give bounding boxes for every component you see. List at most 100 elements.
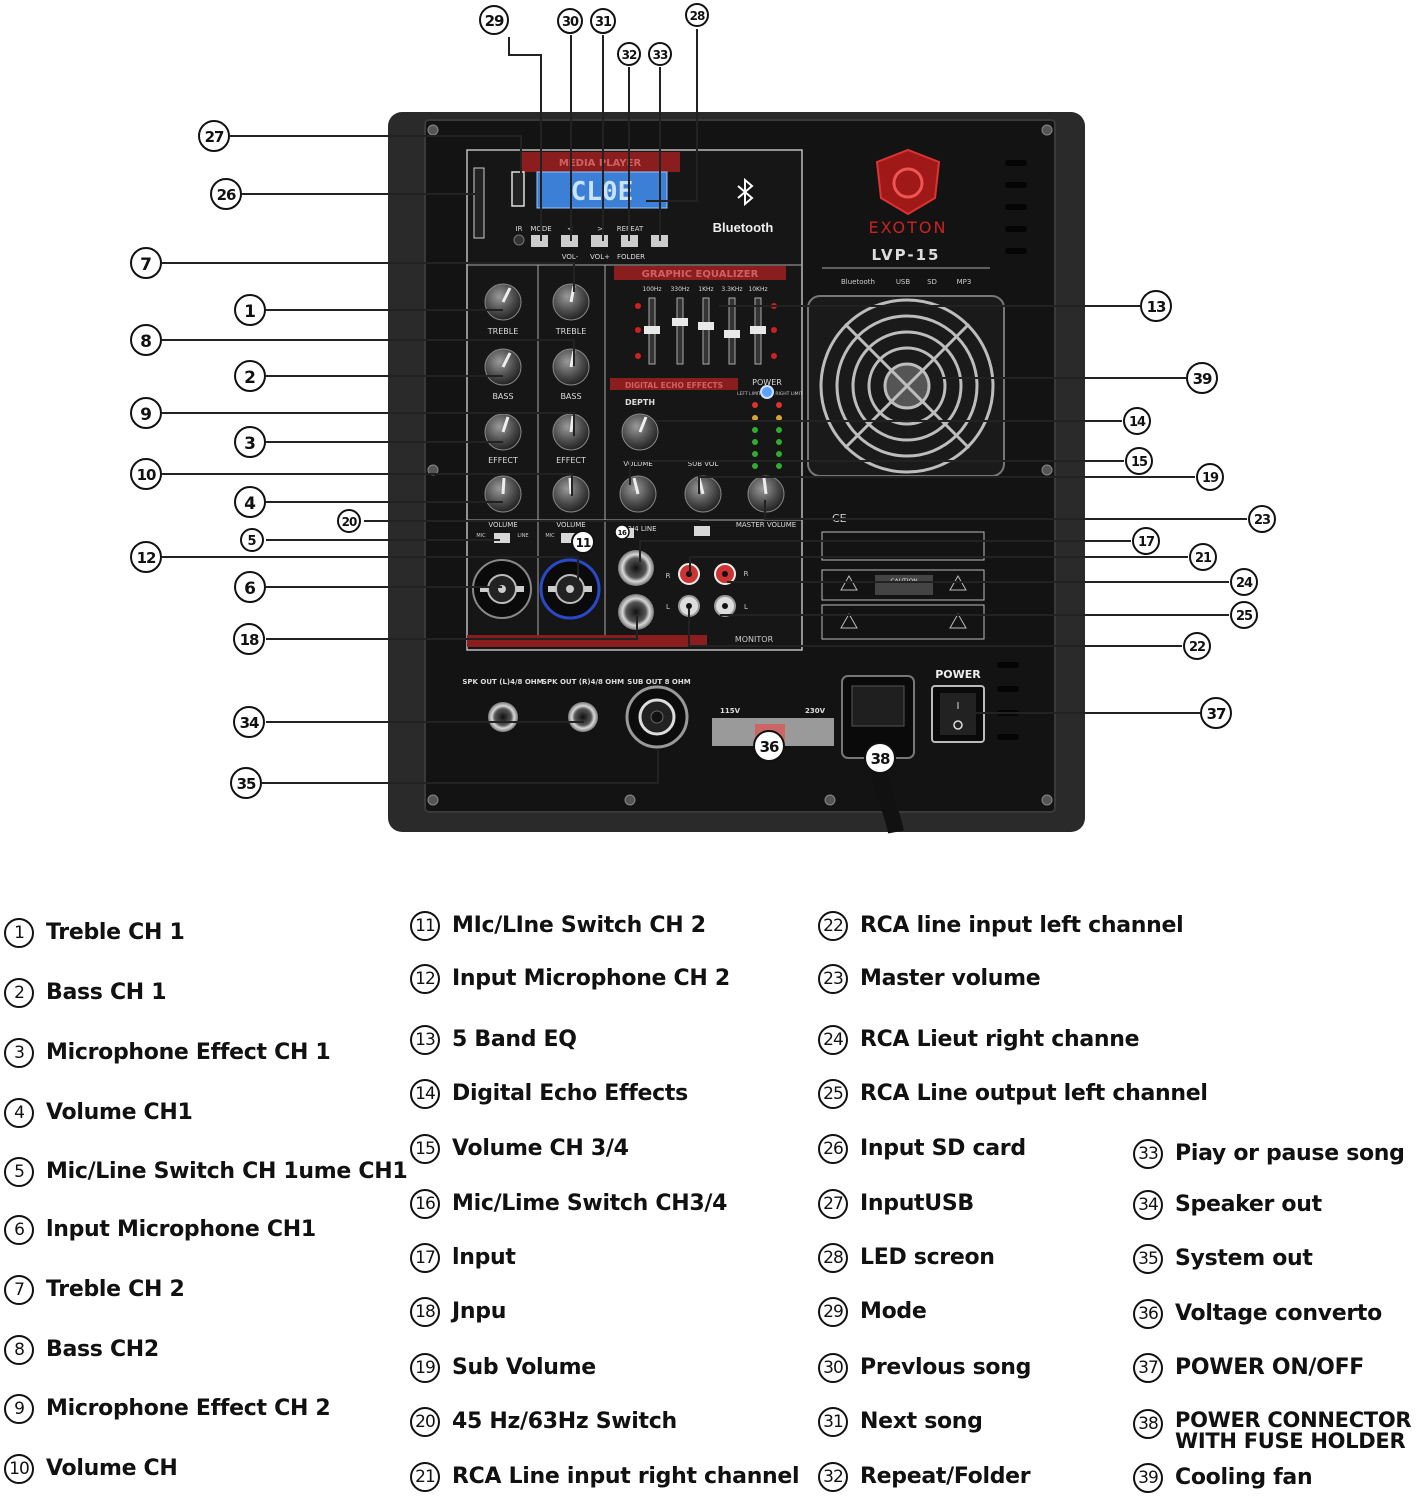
callout-30: 30 [557, 8, 583, 34]
rca-output-left[interactable] [714, 595, 736, 617]
legend-number: 29 [818, 1297, 848, 1327]
power-switch-off-mark [953, 720, 963, 730]
line-input-jack-2[interactable] [618, 594, 654, 630]
legend-number: 32 [818, 1462, 848, 1492]
hz-switch[interactable] [694, 526, 710, 536]
sub-out-label: SUB OUT 8 OHM [627, 678, 690, 686]
next-song-button[interactable] [591, 235, 608, 247]
legend-label: Bass CH2 [46, 1337, 159, 1362]
legend-label: Treble CH 2 [46, 1277, 185, 1302]
format-sd: SD [927, 278, 937, 286]
xlr-input-ch1[interactable] [472, 559, 532, 619]
previous-song-button[interactable] [561, 235, 578, 247]
legend-number: 39 [1133, 1463, 1163, 1493]
rca-out-l-label: L [744, 603, 748, 611]
legend-label: Treble CH 1 [46, 920, 185, 945]
speaker-out-left-jack[interactable] [488, 702, 518, 732]
svg-text:4: 4 [244, 494, 256, 514]
legend-label: Jnpu [452, 1299, 507, 1324]
usb-port[interactable] [511, 171, 525, 207]
knob-effect-ch2[interactable] [552, 413, 590, 451]
svg-text:5: 5 [247, 534, 256, 549]
sd-card-slot[interactable] [473, 167, 485, 239]
svg-text:3: 3 [244, 434, 256, 454]
callout-8: 8 [130, 324, 162, 356]
legend-number: 37 [1133, 1353, 1163, 1383]
bass-label-ch2: BASS [560, 392, 581, 401]
eq-sliders[interactable] [644, 297, 766, 365]
svg-text:26: 26 [217, 186, 236, 204]
knob-effect-ch1[interactable] [484, 413, 522, 451]
button-label-repeat: REPEAT [617, 225, 644, 233]
knob-bass-ch2[interactable] [552, 348, 590, 386]
legend-label: Speaker out [1175, 1192, 1322, 1217]
legend-number: 22 [818, 911, 848, 941]
mic-line-switch-ch1[interactable] [494, 533, 510, 543]
line-label-ch1: LINE [517, 533, 528, 539]
xlr-input-ch2[interactable] [539, 558, 601, 620]
legend-label: lnput Microphone CH1 [46, 1217, 316, 1242]
knob-depth[interactable] [621, 413, 659, 451]
legend-label: Mic/Line Switch CH 1ume CH1 [46, 1159, 408, 1184]
svg-text:27: 27 [205, 128, 224, 146]
legend-label: Volume CH [46, 1456, 178, 1481]
svg-text:37: 37 [1207, 705, 1226, 723]
power-meter-label: POWER [752, 378, 782, 387]
legend-label: Voltage converto [1175, 1301, 1382, 1326]
legend-number: 38 [1133, 1409, 1163, 1439]
legend-number: 21 [410, 1462, 440, 1492]
ir-sensor [513, 234, 525, 246]
legend-label: Microphone Effect CH 2 [46, 1396, 331, 1421]
legend-number: 15 [410, 1134, 440, 1164]
callout-16: 16 [614, 524, 630, 540]
callout-36: 36 [753, 730, 785, 762]
vol-minus-label: VOL- [562, 253, 579, 261]
knob-treble-ch2[interactable] [552, 283, 590, 321]
svg-text:33: 33 [653, 48, 668, 62]
mic-label-ch2: MIC [545, 533, 555, 539]
callout-22: 22 [1183, 632, 1211, 660]
svg-text:15: 15 [1131, 455, 1148, 470]
brand-name: EXOTON [869, 218, 948, 237]
effect-label-ch1: EFFECT [488, 456, 518, 465]
model-name: LVP-15 [872, 246, 941, 264]
line-input-jack-1[interactable] [618, 550, 654, 586]
bluetooth-icon [737, 177, 754, 207]
knob-volume-ch34[interactable] [619, 475, 657, 513]
power-led [760, 385, 774, 399]
legend-label: Volume CH1 [46, 1100, 193, 1125]
callout-38: 38 [864, 742, 896, 774]
sub-out-speakon[interactable] [625, 685, 689, 749]
svg-text:12: 12 [137, 549, 156, 567]
rca-output-right[interactable] [714, 563, 736, 585]
eq-title: GRAPHIC EQUALIZER [642, 269, 759, 280]
knob-volume-ch1[interactable] [484, 475, 522, 513]
callout-6: 6 [234, 571, 266, 603]
legend-number: 24 [818, 1025, 848, 1055]
legend-number: 2 [4, 978, 34, 1008]
knob-bass-ch1[interactable] [484, 348, 522, 386]
svg-text:2: 2 [244, 368, 256, 388]
legend-label: RCA Line input right channel [452, 1464, 800, 1489]
svg-text:34: 34 [240, 714, 259, 732]
knob-sub-volume[interactable] [684, 475, 722, 513]
speaker-out-right-jack[interactable] [568, 702, 598, 732]
power-switch-on-mark: I [957, 701, 960, 712]
eq-band-5: 10KHz [748, 286, 767, 293]
callout-35: 35 [230, 767, 262, 799]
legend-label: Repeat/Folder [860, 1464, 1031, 1489]
legend-number: 10 [4, 1454, 34, 1484]
legend-number: 25 [818, 1079, 848, 1109]
knob-treble-ch1[interactable] [484, 283, 522, 321]
bluetooth-label: Bluetooth [713, 220, 774, 235]
mode-button[interactable] [531, 235, 548, 247]
mic-line-switch-ch2[interactable] [561, 533, 577, 543]
eq-band-4: 3.3KHz [721, 286, 742, 293]
